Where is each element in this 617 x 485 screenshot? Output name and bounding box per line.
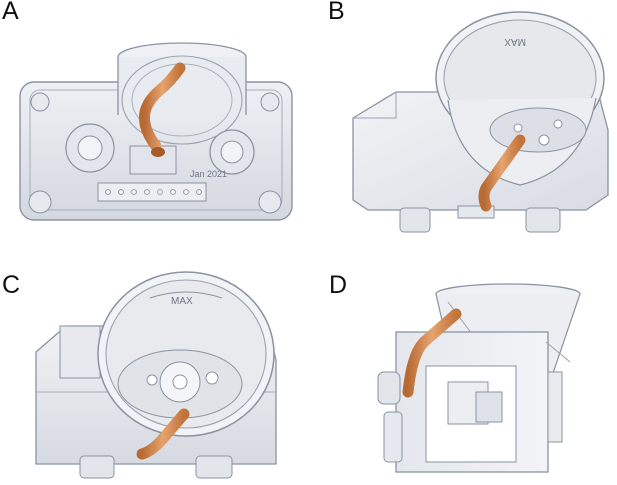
tube-c — [136, 408, 190, 460]
tube-b — [478, 134, 526, 212]
panel-a-drawing: Jan 2021 — [19, 42, 293, 221]
panel-letter-a: A — [2, 0, 19, 25]
panel-b: MAX B — [308, 0, 617, 242]
max-mark-b: MAX — [504, 36, 526, 47]
tube-d — [402, 308, 462, 398]
panel-letter-b: B — [328, 0, 345, 25]
panel-c-drawing: MAX — [35, 271, 277, 479]
panel-letter-d: D — [329, 271, 348, 299]
panel-b-drawing: MAX — [352, 11, 609, 233]
panel-a: Jan 2021 A — [0, 0, 308, 242]
max-mark-c: MAX — [171, 296, 193, 307]
panel-c: MAX C — [0, 242, 308, 485]
tube-a — [139, 62, 186, 152]
panel-d: D — [308, 242, 617, 485]
date-stamp: Jan 2021 — [190, 169, 227, 179]
panel-d-drawing — [377, 283, 581, 473]
panel-letter-c: C — [2, 271, 21, 299]
